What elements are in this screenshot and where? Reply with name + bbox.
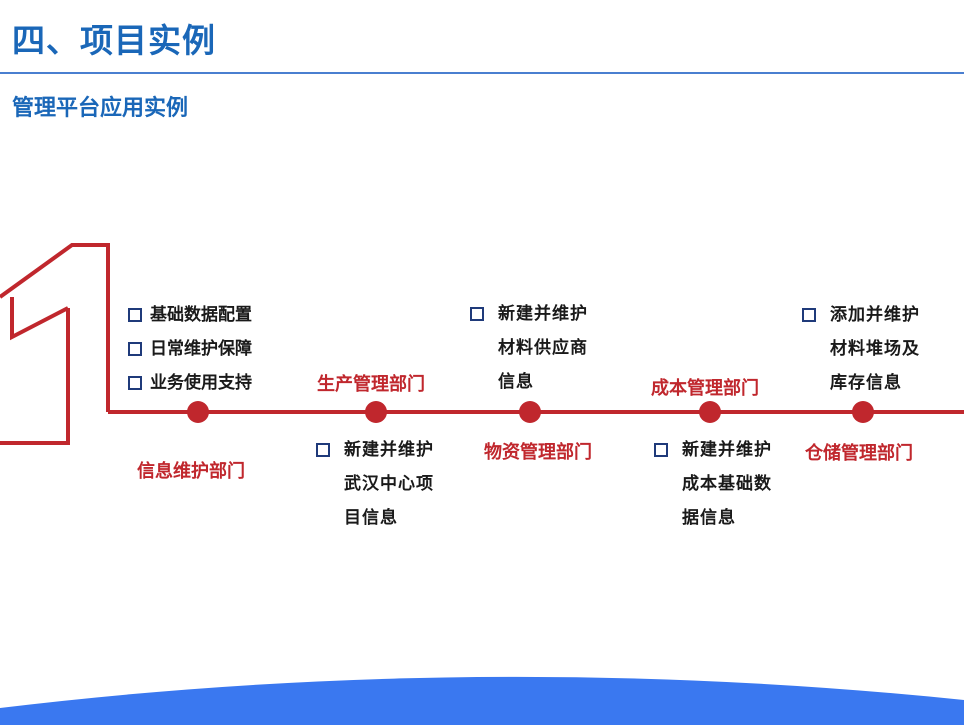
dept-3-description: 新建并维护 材料供应商 信息 [470,297,588,399]
page-title: 四、项目实例 [12,21,216,60]
timeline-node-5 [852,401,874,423]
checkbox-square-icon [654,443,668,457]
dept-label-info: 信息维护部门 [137,461,245,482]
timeline-node-2 [365,401,387,423]
dept-4-description: 新建并维护 成本基础数 据信息 [654,433,772,535]
list-item: 业务使用支持 [128,366,252,400]
timeline-node-4 [699,401,721,423]
dept-label-materials: 物资管理部门 [484,442,592,463]
list-item: 日常维护保障 [128,332,252,366]
dept-2-description: 新建并维护 武汉中心项 目信息 [316,433,434,535]
page-subtitle: 管理平台应用实例 [12,95,189,121]
bottom-wave-decoration [0,676,964,725]
dept-label-cost: 成本管理部门 [651,378,759,399]
checkbox-square-icon [802,308,816,322]
checkbox-square-icon [128,342,142,356]
numeral-one-shape [0,243,110,445]
timeline-node-3 [519,401,541,423]
list-item: 基础数据配置 [128,298,252,332]
dept-5-description: 添加并维护 材料堆场及 库存信息 [802,298,920,400]
dept-label-production: 生产管理部门 [317,374,425,395]
header-divider [0,72,964,74]
checkbox-square-icon [316,443,330,457]
checkbox-square-icon [128,376,142,390]
checkbox-square-icon [128,308,142,322]
dept-1-bullet-list: 基础数据配置 日常维护保障 业务使用支持 [128,298,252,400]
checkbox-square-icon [470,307,484,321]
timeline-node-1 [187,401,209,423]
timeline-nodes [187,401,874,423]
dept-label-warehouse: 仓储管理部门 [805,443,913,464]
